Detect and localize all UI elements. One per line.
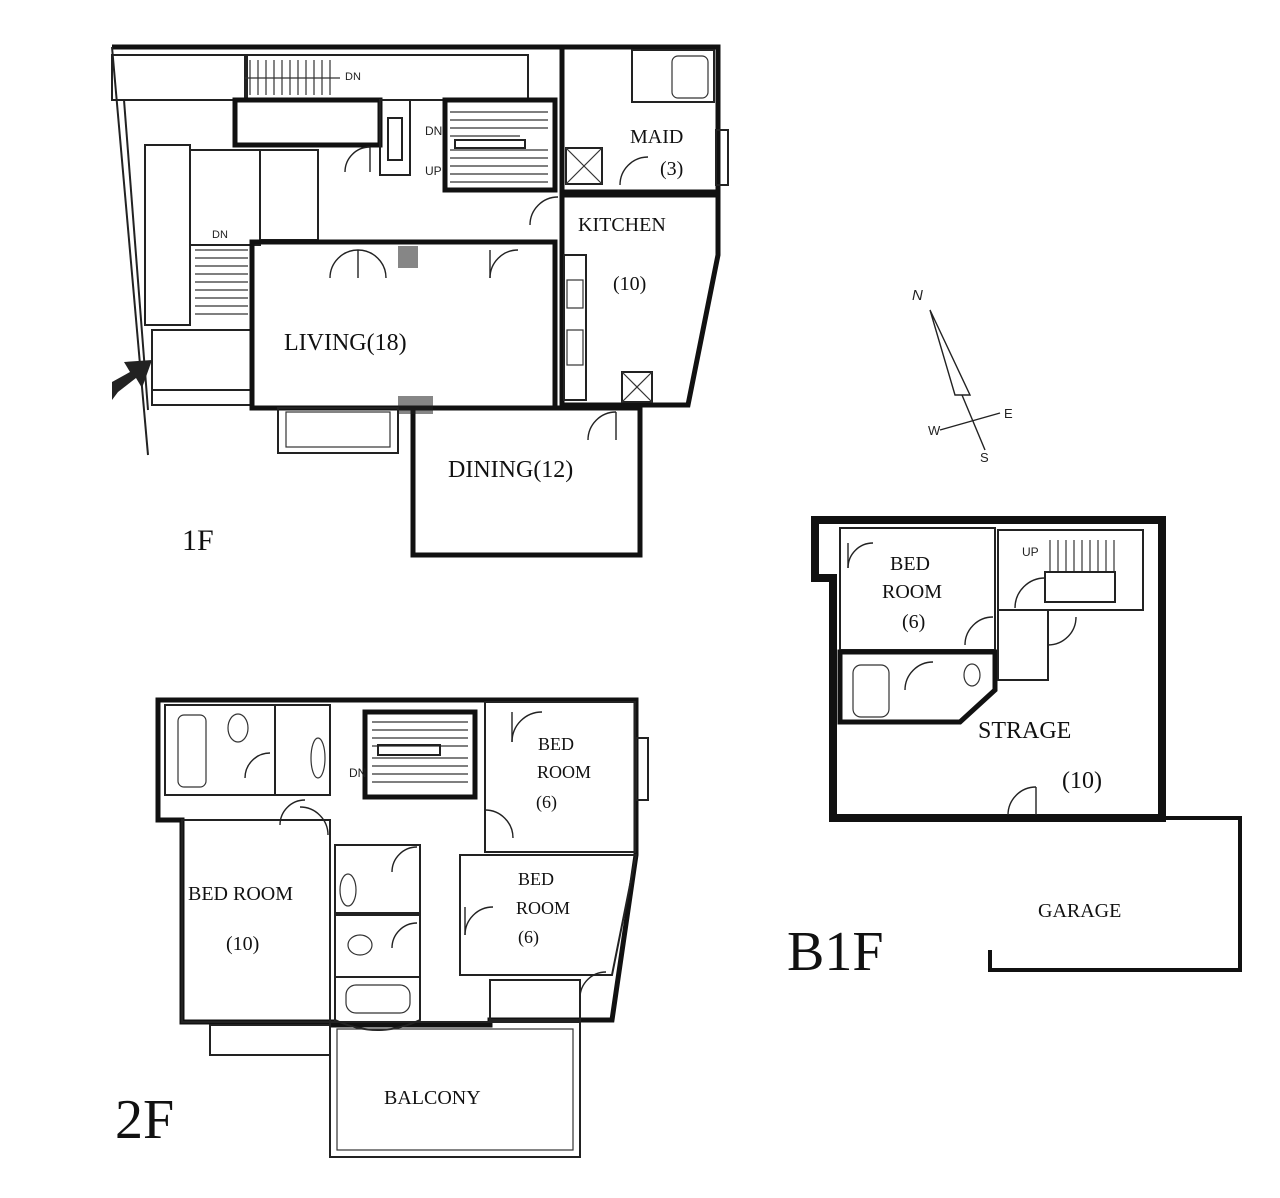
2f-bedroom-e-label-2: ROOM: [516, 898, 570, 918]
stair-dn-top-label: DN: [345, 71, 361, 83]
b1f-storage-size: (10): [1062, 768, 1102, 794]
compass-e: E: [1004, 406, 1013, 421]
maid-room-label: MAID: [630, 126, 683, 148]
2f-bedroom-large-size: (10): [226, 933, 259, 955]
porch-dn-label: DN: [212, 229, 228, 241]
floor-2f: DN BED ROOM (6) BED ROOM (6) BED ROOM (1…: [115, 697, 649, 1158]
2f-bedroom-large-label: BED ROOM: [188, 883, 293, 905]
compass: N E S W: [912, 287, 1013, 465]
dining-room-label: DINING(12): [448, 457, 573, 483]
b1f-stair-up-label: UP: [1022, 545, 1039, 559]
floor-b1f-title: B1F: [787, 921, 884, 983]
floor-1f: DN DN UP DN: [111, 44, 729, 558]
stair-dn-label: DN: [425, 124, 442, 138]
compass-w: W: [928, 423, 941, 438]
living-room-label: LIVING(18): [284, 330, 407, 356]
b1f-bedroom-label-1: BED: [890, 553, 930, 575]
center-stair-2f: [362, 709, 478, 800]
2f-stair-dn-label: DN: [349, 766, 366, 780]
floor-1f-title: 1F: [182, 524, 214, 557]
top-stair: [245, 60, 340, 95]
kitchen-label: KITCHEN: [578, 214, 666, 236]
compass-n: N: [912, 287, 923, 304]
floor-2f-title: 2F: [115, 1089, 174, 1151]
2f-bedroom-e-size: (6): [518, 927, 539, 948]
garage-label: GARAGE: [1038, 900, 1121, 922]
porch-stair: [195, 249, 248, 315]
2f-bedroom-e-label-1: BED: [518, 869, 554, 889]
b1f-bedroom-label-2: ROOM: [882, 581, 942, 603]
center-stair-1f: [442, 97, 558, 193]
2f-bedroom-ne-size: (6): [536, 792, 557, 813]
b1f-stair: [1044, 540, 1116, 603]
floor-b1f: BED ROOM (6) UP STRAGE (10) GARAGE B1F: [787, 516, 1242, 983]
2f-bedroom-ne-label-2: ROOM: [537, 762, 591, 782]
maid-room-size-label: (3): [660, 158, 683, 180]
b1f-bedroom-size: (6): [902, 611, 925, 633]
kitchen-size-label: (10): [613, 273, 646, 295]
entry-arrow-icon: [112, 360, 152, 400]
b1f-storage-label: STRAGE: [978, 718, 1071, 744]
2f-bedroom-ne-label-1: BED: [538, 734, 574, 754]
compass-s: S: [980, 450, 989, 465]
2f-balcony-label: BALCONY: [384, 1087, 481, 1109]
stair-up-label: UP: [425, 164, 442, 178]
